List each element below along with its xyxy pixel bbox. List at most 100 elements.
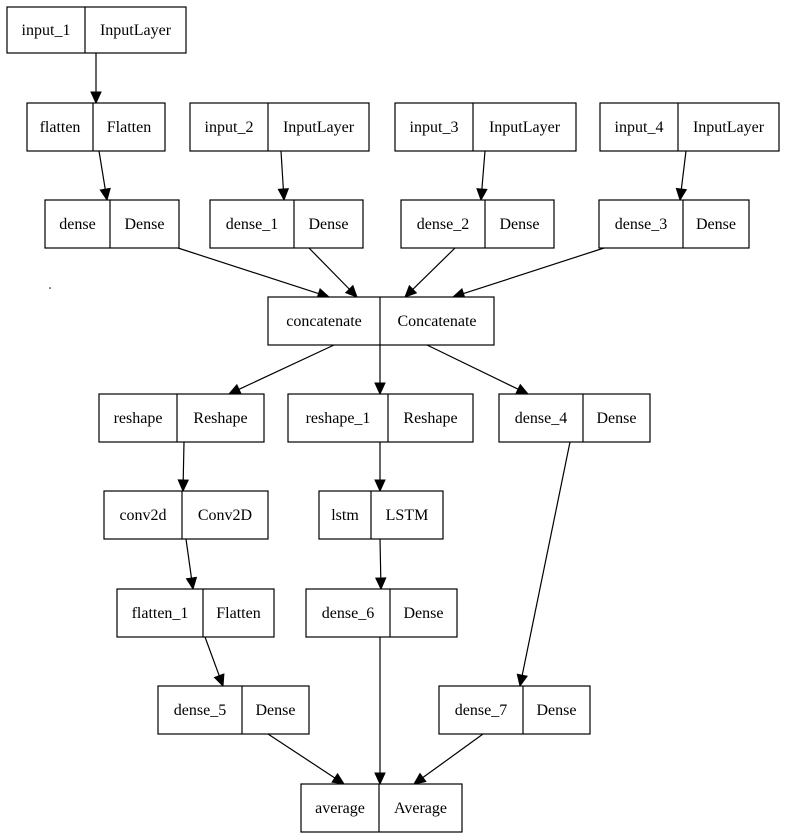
node-box: [599, 102, 780, 152]
edges-layer: [90, 53, 688, 786]
arrowhead: [344, 284, 358, 298]
edge-concatenate-to-reshape_1: [374, 345, 386, 396]
arrowhead: [277, 188, 290, 202]
layer-type: InputLayer: [283, 119, 355, 136]
node-box: [103, 490, 269, 540]
layer-type: InputLayer: [100, 22, 172, 39]
edge-line: [238, 344, 335, 390]
arrowhead: [213, 673, 225, 688]
layer-type: LSTM: [386, 507, 429, 524]
layer-name: flatten: [40, 119, 81, 136]
node-dense_2: dense_2 Dense: [400, 199, 555, 249]
layer-type: InputLayer: [489, 119, 561, 136]
edge-line: [521, 441, 571, 676]
layer-type: Dense: [500, 216, 540, 233]
arrowhead: [516, 673, 528, 688]
arrowhead: [331, 772, 346, 785]
layer-name: dense_2: [417, 216, 469, 233]
edge-line: [680, 150, 687, 190]
layer-name: reshape: [114, 410, 163, 427]
layer-name: dense_7: [455, 702, 507, 719]
stray-dot: [49, 287, 51, 289]
edge-line: [185, 538, 193, 579]
arrowhead: [404, 284, 418, 298]
node-box: [189, 102, 370, 152]
edge-line: [204, 636, 220, 676]
edge-dense_1-to-concatenate: [308, 247, 358, 298]
layer-type: Dense: [537, 702, 577, 719]
layer-type: InputLayer: [693, 119, 765, 136]
arrowhead: [374, 772, 386, 786]
arrowhead: [185, 576, 198, 591]
layer-name: input_2: [205, 119, 254, 136]
layer-name: lstm: [331, 507, 359, 524]
edge-line: [379, 538, 382, 579]
edge-input_1-to-flatten: [90, 53, 102, 105]
layer-name: dense_1: [226, 216, 278, 233]
edge-dense_4-to-dense_7: [516, 441, 571, 688]
edge-lstm-to-dense_6: [374, 538, 387, 591]
edge-line: [426, 344, 519, 390]
edge-line: [280, 150, 284, 190]
node-box: [394, 102, 577, 152]
layer-type: Reshape: [193, 410, 247, 427]
node-box: [287, 393, 474, 443]
node-box: [598, 199, 750, 249]
node-box: [6, 6, 187, 54]
layer-name: dense_5: [174, 702, 226, 719]
node-box: [44, 199, 180, 249]
node-box: [116, 588, 275, 638]
arrowhead: [476, 188, 488, 202]
layer-name: conv2d: [119, 507, 166, 524]
layer-type: Average: [394, 800, 447, 817]
layer-type: Dense: [597, 410, 637, 427]
layer-name: input_3: [410, 119, 459, 136]
layer-name: dense_6: [322, 605, 374, 622]
edge-concatenate-to-reshape: [227, 344, 335, 395]
node-dense_1: dense_1 Dense: [209, 199, 364, 249]
edge-dense_6-to-average: [374, 637, 386, 786]
edge-line: [98, 150, 106, 190]
layer-type: Conv2D: [198, 507, 252, 524]
layer-type: Dense: [309, 216, 349, 233]
layer-name: flatten_1: [132, 605, 189, 622]
edge-reshape-to-conv2d: [177, 441, 190, 493]
layer-type: Dense: [256, 702, 296, 719]
edge-dense_7-to-average: [413, 733, 484, 785]
layer-type: Dense: [125, 216, 165, 233]
node-box: [209, 199, 364, 249]
node-box: [305, 588, 458, 638]
layer-name: dense_3: [615, 216, 667, 233]
node-box: [157, 685, 310, 735]
arrowhead: [675, 187, 688, 202]
arrowhead: [227, 383, 242, 395]
edge-dense_3-to-concatenate: [451, 247, 605, 299]
node-input_2: input_2 InputLayer: [189, 102, 370, 152]
layer-type: Concatenate: [397, 313, 476, 330]
edge-line: [177, 247, 319, 295]
node-box: [400, 199, 555, 249]
arrowhead: [90, 91, 102, 105]
edge-line: [308, 247, 350, 290]
node-box: [267, 296, 495, 346]
edge-reshape_1-to-lstm: [374, 442, 386, 493]
node-input_3: input_3 InputLayer: [394, 102, 577, 152]
edge-input_3-to-dense_2: [476, 150, 488, 202]
node-box: [318, 490, 444, 540]
edge-dense_2-to-concatenate: [404, 247, 456, 298]
node-box: [498, 393, 651, 443]
arrowhead: [413, 772, 427, 785]
node-box: [26, 102, 166, 152]
edge-input_4-to-dense_3: [675, 150, 688, 202]
arrowhead: [177, 479, 190, 493]
edge-conv2d-to-flatten_1: [185, 538, 198, 591]
edge-line: [267, 733, 336, 779]
edge-line: [463, 247, 605, 295]
arrowhead: [99, 187, 111, 202]
